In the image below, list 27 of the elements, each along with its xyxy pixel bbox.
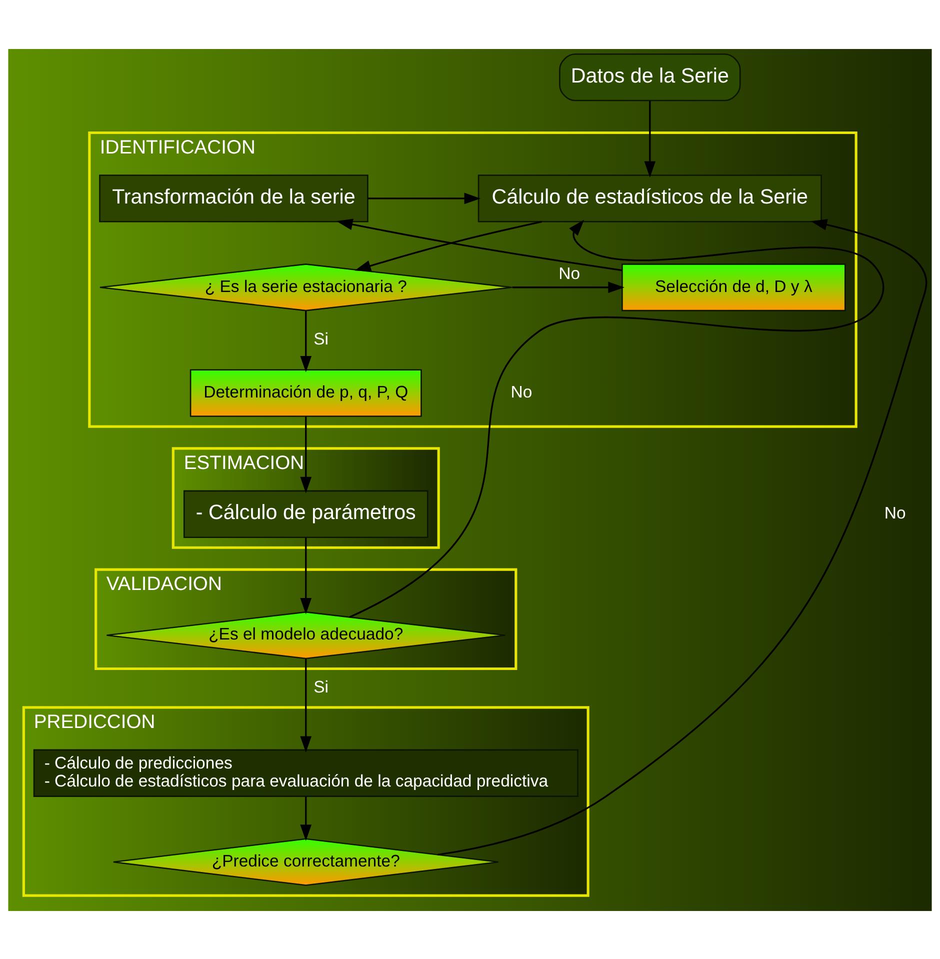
arrow — [368, 192, 481, 204]
arrow — [438, 218, 927, 856]
edge-label: No — [884, 503, 906, 522]
arrow — [512, 281, 624, 293]
node-box: - Cálculo de parámetros — [183, 490, 428, 538]
node-diamond: ¿Es el modelo adecuado? — [106, 610, 506, 659]
arrow — [300, 310, 312, 372]
arrow — [349, 219, 884, 618]
node-box: Datos de la Serie — [559, 53, 741, 101]
edge-label: No — [558, 263, 580, 282]
arrow — [354, 220, 542, 271]
node-diamond: ¿Predice correctamente? — [112, 838, 499, 886]
node-box: Cálculo de estadísticos de la Serie — [478, 174, 822, 222]
edge-label: No — [510, 382, 532, 401]
node-diamond: ¿ Es la serie estacionaria ? — [99, 263, 512, 311]
arrow — [300, 416, 312, 493]
edge-label: Si — [314, 676, 329, 696]
arrow — [300, 796, 312, 840]
node-box: - Cálculo de predicciones - Cálculo de estadísticos para evaluación de la capacidad predictiva — [33, 748, 578, 796]
node-box: Determinación de p, q, P, Q — [190, 368, 422, 416]
arrow — [644, 100, 656, 178]
arrow — [300, 658, 312, 752]
edge-label: Si — [314, 329, 329, 348]
node-box: Selección de d, D y λ — [622, 263, 846, 311]
arrow — [336, 218, 622, 271]
node-box: Transformación de la serie — [99, 174, 368, 222]
arrow — [300, 537, 312, 614]
